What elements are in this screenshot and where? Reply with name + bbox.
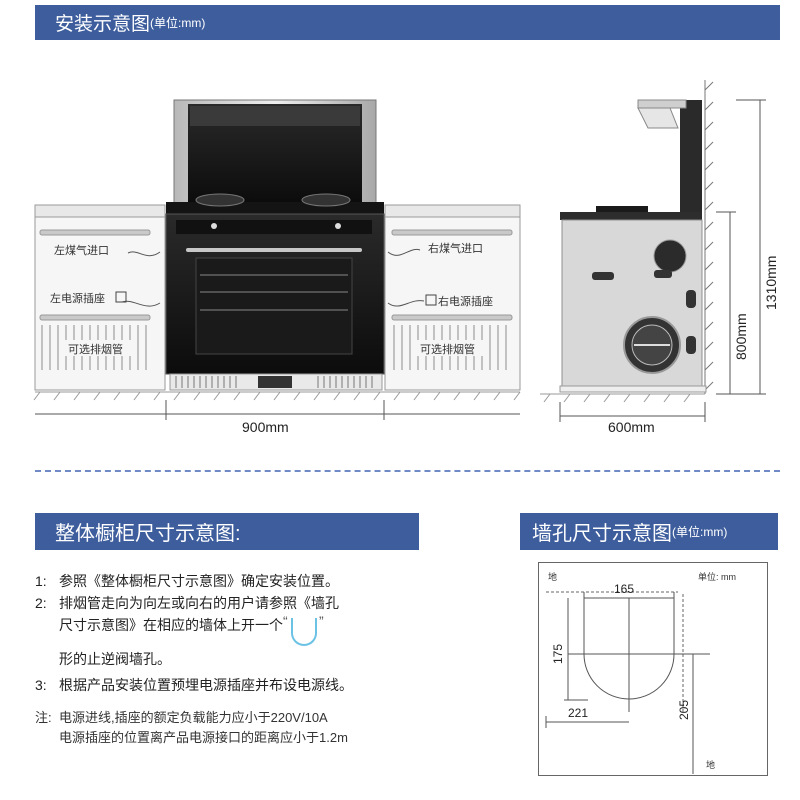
left-gas-inlet-label: 左煤气进口 (54, 243, 109, 257)
cabinet-size-title: 整体橱柜尺寸示意图: (55, 523, 241, 545)
front-view-drawing: 左煤气进口 左电源插座 可选排烟管 右煤气进口 右电源插座 可选排烟管 (33, 99, 521, 435)
dim-221-line (545, 716, 629, 728)
note-item-2-line-2: 尺寸示意图》在相应的墙体上开一个 “ ” (35, 613, 505, 648)
height-dimension-lines (716, 99, 766, 395)
wall-corner-top-label: 地 (548, 571, 557, 582)
right-gas-inlet-label: 右煤气进口 (428, 241, 483, 255)
section-divider (35, 470, 780, 472)
wall-hole-drawing: 地 单位: mm 地 165 175 221 205 (538, 562, 768, 776)
wall-hole-unit-label: 单位: mm (698, 571, 736, 582)
width-dimension-line (35, 400, 520, 420)
left-exhaust-label: 可选排烟管 (68, 342, 123, 356)
dim-165-label: 165 (614, 582, 634, 596)
height-800-label: 800mm (733, 313, 749, 360)
left-cabinet (34, 204, 166, 391)
dim-205-label: 205 (677, 700, 691, 720)
side-appliance (559, 99, 707, 393)
note-item-2-line-3: 形的止逆阀墙孔。 (59, 651, 171, 667)
note-item-1: 1: 参照《整体橱柜尺寸示意图》确定安装位置。 (35, 573, 339, 589)
depth-600-label: 600mm (608, 419, 655, 435)
height-1310-label: 1310mm (763, 256, 779, 310)
right-cabinet (384, 204, 521, 391)
install-diagram-banner: 安装示意图 (单位:mm) (35, 5, 780, 40)
side-floor-hatch (540, 393, 705, 403)
side-view-drawing: 600mm 800mm 1310mm (540, 80, 779, 435)
note-item-3: 3: 根据产品安装位置预埋电源插座并布设电源线。 (35, 677, 353, 693)
depth-dimension-line (559, 402, 706, 422)
wall-corner-bottom-label: 地 (706, 759, 715, 770)
install-diagram-unit: (单位:mm) (150, 16, 206, 30)
install-diagram-title: 安装示意图 (55, 14, 151, 35)
power-note: 注: 电源进线,插座的额定负载能力应小于220V/10A 电源插座的位置离产品电… (35, 710, 348, 745)
width-900-label: 900mm (242, 419, 289, 435)
check-valve-hole-icon: “ ” (283, 613, 324, 648)
wall-hole-title: 墙孔尺寸示意图 (532, 523, 672, 545)
front-floor-hatch (33, 391, 521, 401)
cabinet-size-banner: 整体橱柜尺寸示意图: (35, 513, 419, 550)
wall-hole-banner: 墙孔尺寸示意图 (单位:mm) (520, 513, 778, 550)
right-socket-label: 右电源插座 (438, 294, 493, 308)
dim-175-label: 175 (551, 644, 565, 664)
dim-221-label: 221 (568, 706, 588, 720)
left-socket-label: 左电源插座 (50, 291, 105, 305)
note-item-2: 2: 排烟管走向为向左或向右的用户请参照《墙孔 (35, 595, 339, 611)
installation-notes: 1: 参照《整体橱柜尺寸示意图》确定安装位置。 2: 排烟管走向为向左或向右的用… (35, 570, 505, 748)
right-exhaust-label: 可选排烟管 (420, 342, 475, 356)
dim-175-line (564, 598, 588, 701)
wall-hatch (704, 80, 714, 394)
wall-hole-unit: (单位:mm) (672, 525, 728, 539)
integrated-stove-front (165, 99, 385, 391)
